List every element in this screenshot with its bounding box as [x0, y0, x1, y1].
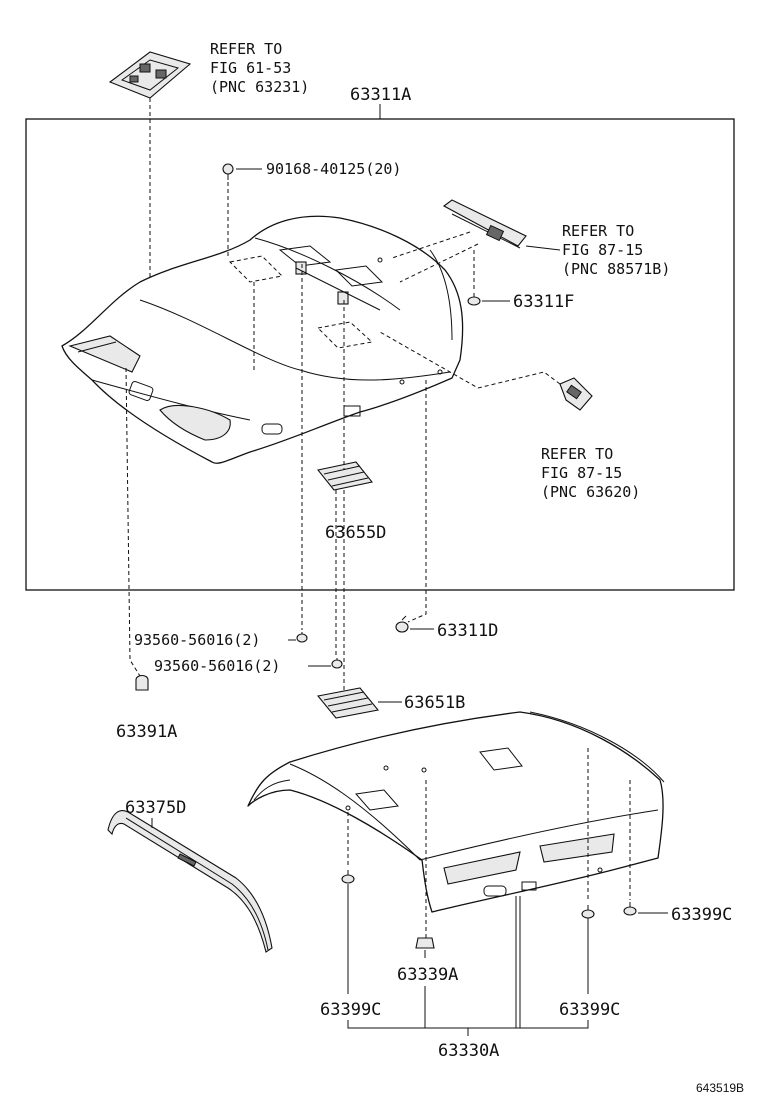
frame-label[interactable]: 63311A — [350, 85, 411, 105]
weatherstrip-63375d-label[interactable]: 63375D — [125, 798, 186, 818]
console-88571b-leader — [525, 245, 561, 251]
clip-90168-part[interactable] — [222, 163, 234, 180]
diagram-id: 643519B — [696, 1081, 744, 1095]
lamp-63620-dash — [379, 331, 561, 389]
clip-63311d-dash — [407, 380, 427, 623]
clip-63399c-right-part[interactable] — [623, 902, 637, 916]
top-refer-line1: REFER TO — [210, 40, 282, 58]
clip-63311d-label[interactable]: 63311D — [437, 621, 498, 641]
clip-63399c-right-label[interactable]: 63399C — [671, 905, 732, 925]
pad-63655d-label[interactable]: 63655D — [325, 523, 386, 543]
clip-63399c-mid-part[interactable] — [581, 905, 595, 919]
clip-90168-label[interactable]: 90168-40125(20) — [266, 160, 401, 178]
lower-headliner-part[interactable] — [247, 711, 665, 913]
top-refer-line3: (PNC 63231) — [210, 78, 309, 96]
top-refer-line2: FIG 61-53 — [210, 59, 291, 77]
lamp-63620-part[interactable] — [559, 377, 593, 411]
clip-63339a-part[interactable] — [415, 937, 435, 949]
p63330a-bracket — [347, 1020, 589, 1029]
refer-88571-line1: REFER TO — [562, 222, 634, 240]
screw-b-part[interactable] — [331, 658, 343, 669]
pad-63651b-label[interactable]: 63651B — [404, 693, 465, 713]
upper-headliner-part[interactable] — [61, 215, 464, 464]
console-88571b-dash2 — [399, 243, 479, 283]
clip-63311d-part[interactable] — [395, 615, 409, 633]
refer-63620-line2: FIG 87-15 — [541, 464, 622, 482]
weatherstrip-63375d-part[interactable] — [107, 810, 273, 953]
part-63391a-label[interactable]: 63391A — [116, 722, 177, 742]
clip-63311f-label[interactable]: 63311F — [513, 292, 574, 312]
clip-63399c-mid-label[interactable]: 63399C — [559, 1000, 620, 1020]
clip-63391a-dash — [125, 367, 141, 677]
refer-88571-line3: (PNC 88571B) — [562, 260, 670, 278]
clip-63311f-part[interactable] — [467, 293, 481, 306]
screw-b-label[interactable]: 93560-56016(2) — [154, 657, 280, 675]
screw-a-part[interactable] — [296, 632, 308, 643]
refer-63620-line1: REFER TO — [541, 445, 613, 463]
pad-63655d-part[interactable] — [317, 461, 373, 491]
clip-63339a-label[interactable]: 63339A — [397, 965, 458, 985]
clip-63399c-left-label[interactable]: 63399C — [320, 1000, 381, 1020]
p63330a-label[interactable]: 63330A — [438, 1041, 499, 1061]
pad-63651b-part[interactable] — [316, 687, 380, 719]
refer-63620-line3: (PNC 63620) — [541, 483, 640, 501]
refer-88571-line2: FIG 87-15 — [562, 241, 643, 259]
clip-63399c-left-part[interactable] — [341, 870, 355, 884]
screw-a-label[interactable]: 93560-56016(2) — [134, 631, 260, 649]
console-88571b-part[interactable] — [442, 199, 527, 249]
top-bracket-part[interactable] — [108, 51, 192, 99]
part-63391a[interactable] — [135, 674, 149, 691]
